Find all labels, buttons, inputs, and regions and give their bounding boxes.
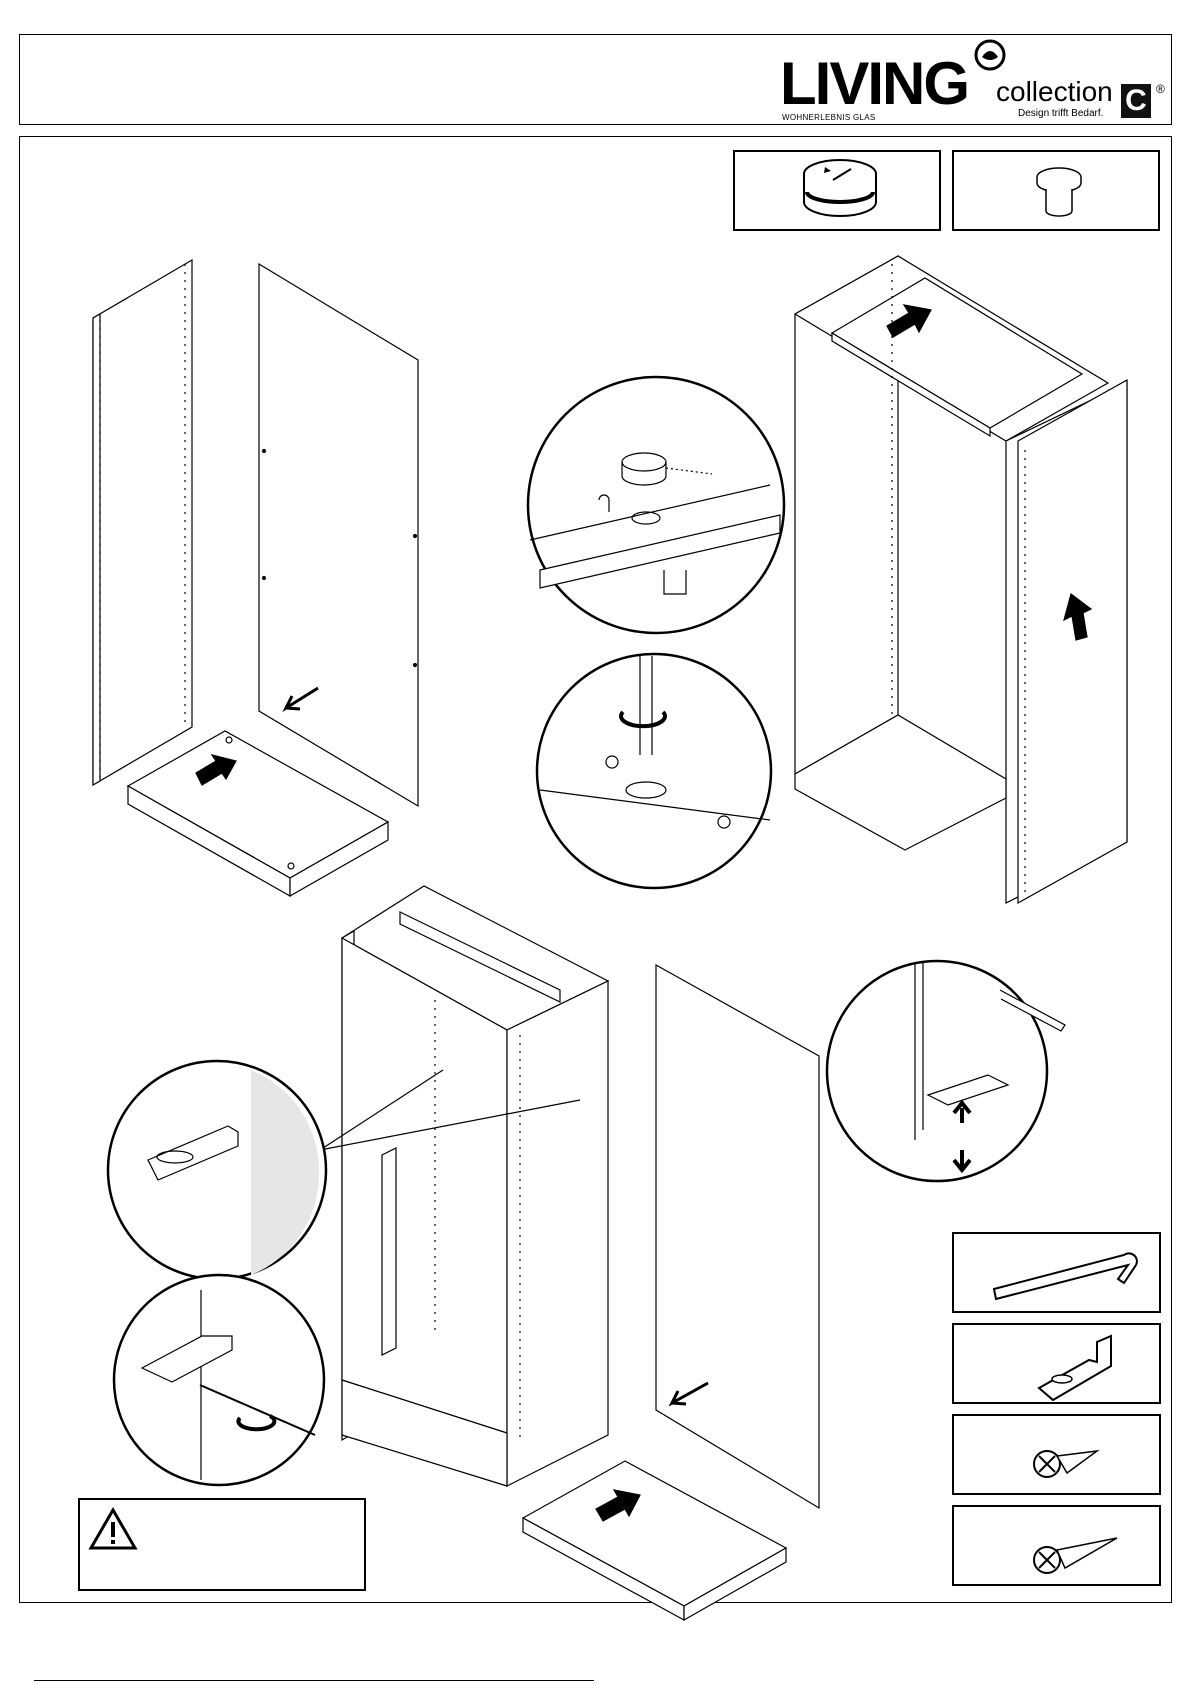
detail-circle-leveling: [827, 961, 1065, 1181]
part-box-screw-long: [952, 1505, 1161, 1586]
detail-circle-cam: [528, 377, 784, 633]
bottom-panel-center: [523, 1461, 786, 1620]
warning-box: [78, 1498, 366, 1591]
back-panel-center: [656, 965, 819, 1508]
footer-line: [34, 1680, 594, 1681]
back-panel: [259, 264, 418, 806]
carcass-top-right: [795, 256, 1127, 903]
part-box-screw-short: [952, 1414, 1161, 1495]
wall-bracket-icon: [954, 1325, 1163, 1406]
screw-long-icon: [954, 1507, 1163, 1588]
part-box-bracket: [952, 1323, 1161, 1404]
screw-short-icon: [954, 1416, 1163, 1497]
carcass-center: [342, 886, 608, 1486]
side-panel-left: [93, 260, 192, 785]
hex-key-icon: [954, 1234, 1163, 1315]
detail-circle-screw: [114, 1275, 324, 1485]
part-box-hex-key: [952, 1232, 1161, 1313]
detail-circle-screwdriver: [537, 654, 771, 888]
detail-circle-bracket: [108, 1061, 326, 1279]
warning-triangle-icon: [88, 1506, 148, 1556]
